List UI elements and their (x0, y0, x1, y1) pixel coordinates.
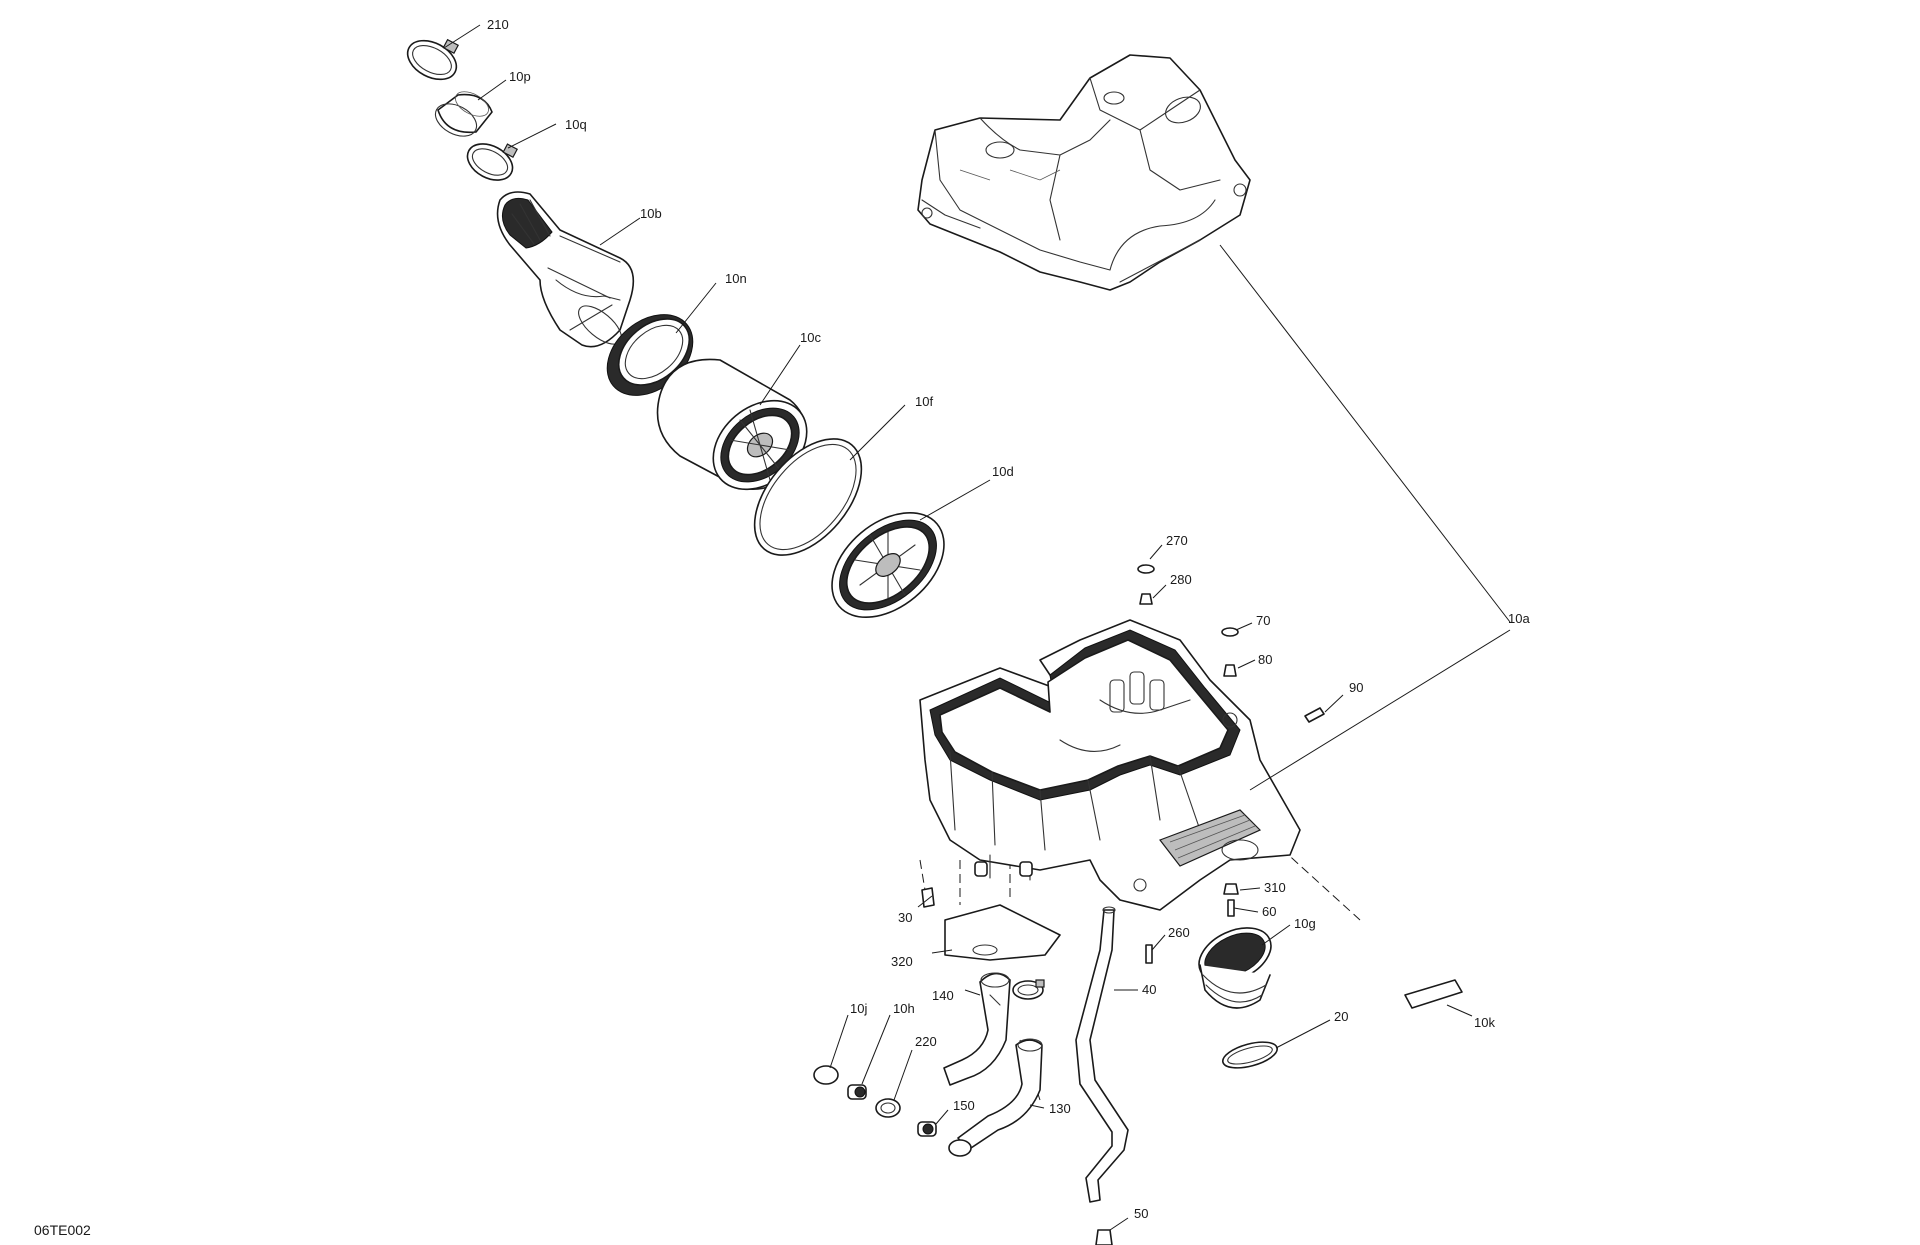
o-ring-10f (753, 438, 863, 556)
nut-280 (1139, 593, 1153, 605)
clamp-210 (406, 38, 459, 81)
callout-280: 280 (1170, 572, 1192, 587)
callout-130: 130 (1049, 1101, 1071, 1116)
callout-10k: 10k (1474, 1015, 1495, 1030)
hose-140 (943, 972, 1011, 1086)
callout-labels: 210 10p 10q 10b 10n 10c 10f 10d 270 280 … (34, 17, 1530, 1238)
leader-lines (443, 24, 1511, 1231)
intake-duct-10b (496, 191, 635, 348)
callout-20: 20 (1334, 1009, 1348, 1024)
shield-320 (944, 904, 1061, 961)
callout-310: 310 (1264, 880, 1286, 895)
washer-70 (1221, 627, 1239, 637)
callout-10f: 10f (915, 394, 933, 409)
callout-30: 30 (898, 910, 912, 925)
callout-320: 320 (891, 954, 913, 969)
clamp-10q (466, 143, 518, 181)
callout-210: 210 (487, 17, 509, 32)
callout-10a: 10a (1508, 611, 1530, 626)
callout-70: 70 (1256, 613, 1270, 628)
callout-220: 220 (915, 1034, 937, 1049)
callout-150: 150 (953, 1098, 975, 1113)
fasteners (921, 564, 1325, 964)
boss-left (974, 861, 988, 877)
callout-10q: 10q (565, 117, 587, 132)
hose-130 (948, 1038, 1043, 1157)
label-10k (1404, 979, 1463, 1009)
small-parts-lower-left (813, 1065, 937, 1137)
clip-10j (813, 1065, 839, 1085)
callout-10d: 10d (992, 464, 1014, 479)
callout-50: 50 (1134, 1206, 1148, 1221)
stud-60 (1227, 899, 1235, 917)
washer-270 (1137, 564, 1155, 574)
callout-90: 90 (1349, 680, 1363, 695)
callout-10g: 10g (1294, 916, 1316, 931)
callout-10j: 10j (850, 1001, 867, 1016)
callout-140: 140 (932, 988, 954, 1003)
callout-10p: 10p (509, 69, 531, 84)
sleeve-10p (434, 91, 493, 137)
callout-10b: 10b (640, 206, 662, 221)
boss-right (1019, 861, 1033, 877)
nut-80 (1223, 664, 1237, 677)
airbox-cover (917, 54, 1251, 291)
end-cap-10d (831, 511, 945, 619)
callout-260: 260 (1168, 925, 1190, 940)
clamp-220 (875, 1098, 901, 1118)
callout-10n: 10n (725, 271, 747, 286)
callout-10c: 10c (800, 330, 821, 345)
callout-270: 270 (1166, 533, 1188, 548)
nut-310 (1223, 883, 1239, 895)
callout-10h: 10h (893, 1001, 915, 1016)
callout-80: 80 (1258, 652, 1272, 667)
screw-260 (1145, 944, 1153, 964)
figure-reference: 06TE002 (34, 1222, 91, 1238)
callout-40: 40 (1142, 982, 1156, 997)
airbox-base-10a (919, 619, 1301, 911)
screw-90 (1304, 707, 1325, 723)
clamp-20 (1222, 1041, 1278, 1069)
inlet-boot-10g (1198, 927, 1272, 1009)
clip-30 (921, 887, 935, 908)
callout-60: 60 (1262, 904, 1276, 919)
drain-hose-40 (1075, 906, 1129, 1245)
clamp-hose-center (1012, 979, 1045, 1000)
